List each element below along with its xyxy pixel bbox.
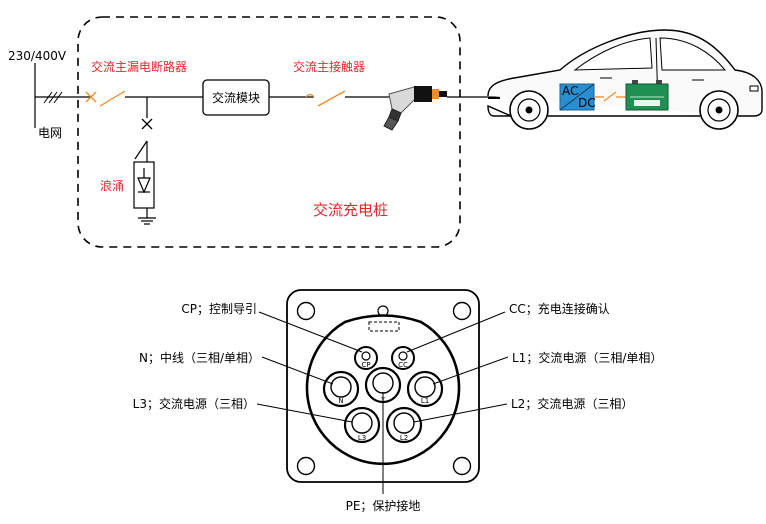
socket-outline bbox=[305, 314, 461, 466]
mount-hole-br bbox=[452, 456, 472, 476]
main-contactor-symbol bbox=[305, 90, 346, 107]
three-phase-ticks bbox=[43, 91, 63, 104]
connector-face: CP CC N ⏚ L1 L3 L2 bbox=[133, 289, 662, 513]
mount-hole-bl bbox=[296, 456, 316, 476]
svg-text:CC: CC bbox=[398, 361, 408, 369]
callout-pe: PE；保护接地 bbox=[346, 498, 421, 513]
callout-l1: L1；交流电源（三相/单相） bbox=[512, 350, 662, 365]
svg-text:L1: L1 bbox=[421, 397, 429, 405]
callout-n: N；中线（三相/单相） bbox=[139, 350, 260, 365]
breaker-label: 交流主漏电断路器 bbox=[91, 59, 187, 74]
mount-hole-tl bbox=[296, 301, 316, 321]
callout-l3: L3；交流电源（三相） bbox=[133, 396, 255, 411]
converter-dc-label: DC bbox=[578, 96, 596, 110]
station-boundary bbox=[77, 16, 461, 248]
ac-module-label: 交流模块 bbox=[212, 90, 260, 105]
grid-label: 电网 bbox=[38, 126, 62, 140]
svg-text:CP: CP bbox=[361, 361, 370, 369]
battery-icon bbox=[625, 80, 669, 111]
contactor-label: 交流主接触器 bbox=[293, 59, 365, 74]
converter-ac-label: AC bbox=[562, 84, 578, 98]
svg-text:L3: L3 bbox=[358, 434, 366, 442]
pin-cc: CC bbox=[391, 346, 415, 370]
callout-cc: CC；充电连接确认 bbox=[509, 301, 610, 316]
main-breaker-symbol bbox=[85, 90, 203, 107]
surge-label: 浪涌 bbox=[100, 178, 124, 193]
station-label: 交流充电桩 bbox=[313, 201, 388, 219]
surge-branch bbox=[133, 97, 156, 225]
svg-text:L2: L2 bbox=[400, 434, 408, 442]
callout-cp: CP；控制导引 bbox=[181, 302, 257, 316]
schematic: 230/400V 电网 交流主漏电断路器 浪涌 bbox=[8, 16, 763, 248]
pin-l1: L1 bbox=[406, 370, 444, 408]
pin-pe: ⏚ bbox=[364, 366, 402, 404]
ac-dc-converter-icon: AC DC bbox=[559, 83, 596, 111]
grid-voltage-label: 230/400V bbox=[8, 49, 67, 63]
charging-plug-icon bbox=[383, 86, 447, 131]
electric-car-icon bbox=[487, 29, 763, 130]
mount-hole-tr bbox=[452, 301, 472, 321]
svg-text:N: N bbox=[338, 397, 343, 405]
pin-cp: CP bbox=[354, 346, 378, 370]
converter-to-battery-link bbox=[594, 91, 626, 102]
latch-slot bbox=[368, 321, 400, 332]
pin-l2: L2 bbox=[385, 406, 423, 444]
callout-leaders bbox=[256, 311, 509, 494]
callout-l2: L2；交流电源（三相） bbox=[511, 396, 633, 411]
pin-n: N bbox=[322, 370, 360, 408]
pin-l3: L3 bbox=[343, 406, 381, 444]
